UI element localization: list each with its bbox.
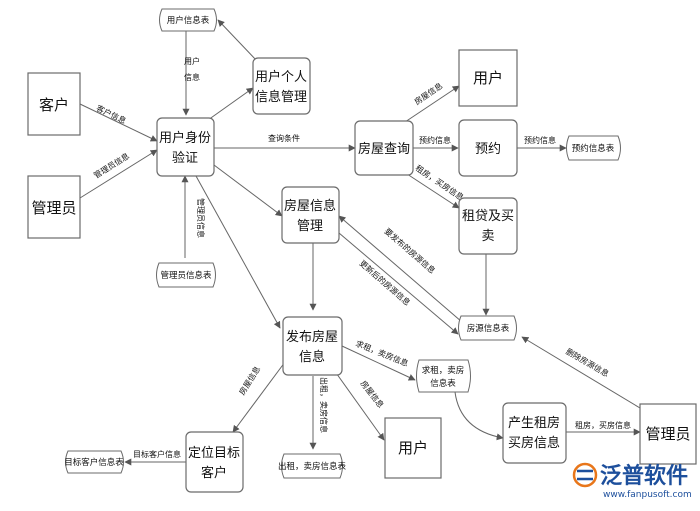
processes: 用户身份 验证 用户个人 信息管理 房屋查询 预约 租贷及买 卖 房屋信息 管理 — [156, 57, 567, 493]
entity-user-bottom: 用户 — [384, 417, 442, 479]
process-produce-rent-line1: 产生租房 — [508, 415, 560, 431]
store-rent-sell-line2: 信息表 — [430, 378, 456, 389]
entity-customer: 客户 — [27, 72, 81, 136]
edge-labels: 客户信息 管理员信息 用户 信息 管理员信息 查询条件 房屋信息 预约信息 预约… — [92, 56, 631, 459]
process-locate-target: 定位目标 客户 — [185, 431, 244, 493]
process-produce-rent: 产生租房 买房信息 — [502, 402, 567, 464]
store-admin-info: 管理员信息表 — [156, 262, 216, 288]
process-rent-buy-line1: 租贷及买 — [462, 209, 514, 224]
process-personal-info-line1: 用户个人 — [255, 69, 307, 85]
entity-user-bottom-label: 用户 — [398, 439, 428, 457]
store-reserve-info: 预约信息表 — [566, 135, 621, 161]
label-delete-house: 删除房源信息 — [564, 346, 611, 379]
store-rent-sell: 求租，卖房 信息表 — [416, 359, 471, 393]
process-reserve-label: 预约 — [475, 142, 501, 157]
entity-user-top: 用户 — [458, 49, 518, 107]
process-identity-verify-line2: 验证 — [172, 150, 198, 166]
edge-admin-source — [521, 336, 641, 409]
brand-name: 泛普软件 — [600, 463, 688, 489]
process-house-query: 房屋查询 — [354, 120, 414, 176]
label-lease-sell-info: 出租，卖房信息 — [319, 377, 329, 433]
watermark: 泛普软件 www.fanpusoft.com — [572, 462, 692, 500]
process-publish-house-line2: 信息 — [299, 349, 325, 365]
edge-verify-housemgmt — [209, 161, 283, 217]
process-identity-verify: 用户身份 验证 — [156, 117, 215, 177]
edges — [79, 19, 641, 466]
process-locate-target-line1: 定位目标 — [188, 446, 240, 461]
edge-verify-publish — [195, 175, 281, 329]
label-admin-info: 管理员信息 — [92, 151, 131, 181]
edge-personal-userinfo — [217, 19, 259, 63]
brand-logo-icon — [572, 462, 598, 488]
store-house-source-label: 房源信息表 — [467, 323, 510, 334]
label-query-condition: 查询条件 — [268, 133, 300, 143]
entity-admin-right: 管理员 — [639, 403, 697, 465]
edge-publish-renttable — [341, 345, 416, 381]
edge-admin-verify — [79, 149, 158, 199]
process-personal-info: 用户个人 信息管理 — [252, 57, 311, 115]
label-house-info-3: 房屋信息 — [237, 364, 262, 396]
label-house-info-2: 房屋信息 — [359, 378, 387, 409]
label-rent-buy-info-2: 租房，买房信息 — [575, 420, 631, 430]
label-rent-sell-info: 求租，卖房信息 — [354, 338, 410, 368]
edge-verify-personal — [207, 87, 254, 121]
process-rent-buy-line2: 卖 — [481, 229, 494, 244]
entity-admin: 管理员 — [27, 175, 81, 239]
label-admin-info-vertical: 管理员信息 — [196, 198, 206, 238]
store-user-info: 用户信息表 — [159, 8, 217, 32]
label-user-info-2: 信息 — [184, 72, 200, 82]
edge-query-user — [401, 85, 460, 125]
store-lease-sell-label: 出租，卖房信息表 — [278, 461, 347, 472]
edge-source-housemgmt — [338, 215, 463, 323]
label-to-publish: 要发布的房源信息 — [383, 226, 438, 276]
store-user-info-label: 用户信息表 — [167, 15, 210, 26]
store-reserve-info-label: 预约信息表 — [572, 143, 615, 154]
edge-housemgmt-source — [338, 232, 459, 335]
store-target-customer-label: 目标客户信息表 — [64, 457, 124, 468]
entity-admin-right-label: 管理员 — [645, 425, 690, 443]
label-target-customer-info: 目标客户信息 — [133, 449, 181, 459]
edge-renttable-produce — [454, 391, 504, 441]
store-house-source: 房源信息表 — [458, 315, 517, 341]
label-customer-info: 客户信息 — [95, 103, 128, 126]
store-target-customer: 目标客户信息表 — [64, 450, 124, 474]
process-house-info-mgmt-line1: 房屋信息 — [284, 198, 336, 214]
process-produce-rent-line2: 买房信息 — [508, 435, 560, 451]
label-user-info-1: 用户 — [184, 56, 200, 66]
process-publish-house: 发布房屋 信息 — [282, 316, 343, 376]
store-admin-info-label: 管理员信息表 — [160, 270, 212, 281]
process-personal-info-line2: 信息管理 — [255, 89, 307, 105]
process-house-info-mgmt: 房屋信息 管理 — [281, 186, 340, 244]
entity-user-top-label: 用户 — [473, 69, 503, 87]
brand-url: www.fanpusoft.com — [603, 490, 692, 500]
edge-publish-user — [333, 369, 385, 441]
store-rent-sell-line1: 求租，卖房 — [422, 365, 465, 376]
label-updated: 更新后的房源信息 — [358, 258, 413, 308]
label-house-info-1: 房屋信息 — [412, 80, 444, 106]
process-house-query-label: 房屋查询 — [358, 141, 410, 157]
data-stores: 用户信息表 管理员信息表 预约信息表 房源信息表 求租，卖房 信息表 目标客户信… — [64, 8, 621, 479]
process-reserve: 预约 — [458, 119, 518, 177]
process-rent-buy: 租贷及买 卖 — [458, 197, 518, 255]
process-house-info-mgmt-line2: 管理 — [297, 219, 323, 234]
entity-admin-label: 管理员 — [31, 199, 76, 217]
label-reserve-info-1: 预约信息 — [419, 135, 451, 145]
label-reserve-info-2: 预约信息 — [524, 135, 556, 145]
edge-query-rent — [403, 171, 460, 209]
edge-publish-locate — [232, 361, 286, 433]
process-identity-verify-line1: 用户身份 — [159, 130, 211, 146]
label-rent-buy-info: 租房，买房信息 — [414, 163, 466, 203]
process-publish-house-line1: 发布房屋 — [286, 329, 338, 345]
store-lease-sell: 出租，卖房信息表 — [278, 453, 347, 479]
entity-customer-label: 客户 — [39, 96, 69, 114]
process-locate-target-line2: 客户 — [201, 465, 227, 481]
edge-customer-verify — [79, 103, 158, 142]
external-entities: 客户 管理员 用户 用户 管理员 — [27, 49, 697, 479]
